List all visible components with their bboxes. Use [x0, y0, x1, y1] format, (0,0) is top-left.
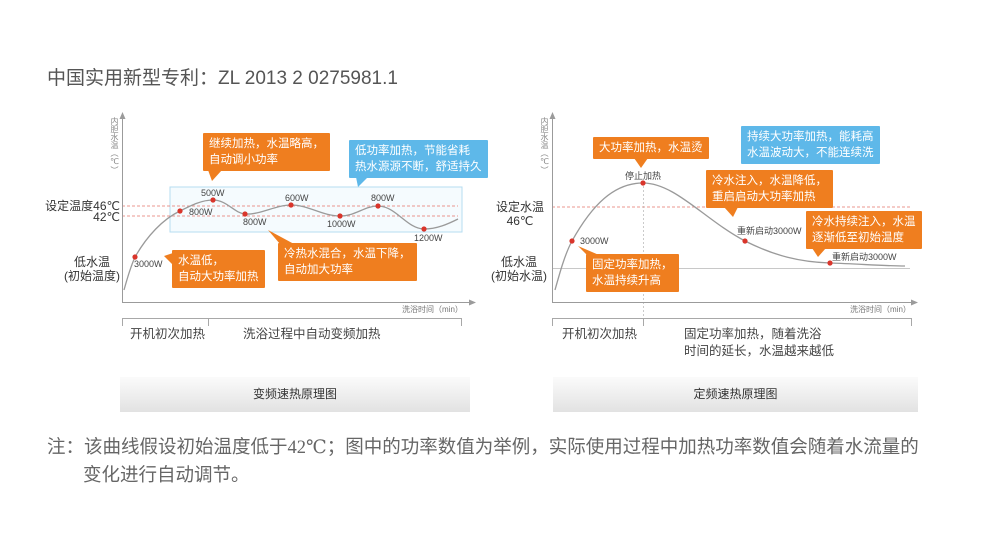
vf-power-point-600w — [288, 202, 294, 208]
vf-phase-bracket — [122, 318, 462, 326]
vf-x-axis-label: 洗浴时间（min） — [402, 305, 463, 314]
callout-line: 水温波动大，不能连续洗 — [747, 147, 874, 159]
vf-power-point-800w-1 — [177, 208, 183, 214]
ff-initial-temp-label: (初始水温) — [491, 269, 547, 283]
vf-phase-initial-heating: 开机初次加热 — [130, 327, 206, 341]
callout-line: 水温持续升高 — [592, 275, 661, 287]
ff-high-power-pointer — [634, 158, 648, 168]
ff-low-temp-label: 低水温 — [500, 255, 537, 269]
callout-line: 自动大功率加热 — [178, 271, 259, 283]
ff-restart-point-2 — [827, 260, 833, 266]
ff-x-axis-label: 洗浴时间（min） — [850, 305, 911, 314]
callout-line: 水温低， — [178, 255, 224, 267]
vf-power-point-1200w — [421, 226, 427, 232]
vf-mixing-pointer — [268, 230, 294, 244]
ff-y-axis-label: 内胆水温（℃） — [540, 117, 549, 174]
ff-callout-fixed-power: 固定功率加热， 水温持续升高 — [586, 254, 679, 292]
callout-line: 自动加大功率 — [284, 264, 353, 276]
ff-callout-drawback: 持续大功率加热，能耗高 水温波动大，不能连续洗 — [741, 126, 880, 164]
vf-variable-power-zone — [169, 186, 463, 233]
vf-callout-mixing: 冷热水混合，水温下降， 自动加大功率 — [278, 243, 417, 281]
ff-continuous-inflow-pointer — [812, 248, 826, 257]
vf-phase-auto-variable: 洗浴过程中自动变频加热 — [243, 327, 381, 341]
callout-line: 持续大功率加热，能耗高 — [747, 131, 874, 143]
vf-power-label-1200w: 1200W — [414, 233, 443, 243]
callout-line: 低功率加热，节能省耗 — [355, 145, 470, 157]
vf-initial-temp-label: (初始温度) — [64, 269, 120, 283]
vf-caption: 变频速热原理图 — [120, 377, 470, 412]
vf-power-label-800w-1: 800W — [189, 207, 213, 217]
vf-power-label-600w: 600W — [285, 193, 309, 203]
vf-low-power-pointer — [356, 177, 368, 187]
ff-set-temp-value: 46℃ — [506, 214, 534, 228]
vf-power-label-3000w: 3000W — [134, 259, 163, 269]
vf-power-point-3000w — [132, 254, 138, 260]
ff-callout-continuous-inflow: 冷水持续注入，水温 逐渐低至初始温度 — [806, 211, 922, 249]
ff-x-axis-arrow-icon — [911, 299, 918, 306]
callout-line: 自动调小功率 — [209, 154, 278, 166]
callout-line: 继续加热，水温略高， — [209, 138, 324, 150]
footnote-line2: 变化进行自动调节。 — [83, 466, 250, 486]
vf-reduce-power-pointer — [208, 170, 222, 181]
ff-set-temp-label: 设定水温 — [495, 200, 544, 214]
vf-temperature-curve — [123, 199, 459, 291]
vf-power-point-800w-2 — [242, 211, 248, 217]
vf-y-axis-arrow-icon — [119, 112, 126, 119]
vf-x-axis-arrow-icon — [469, 299, 476, 306]
ff-y-axis-arrow-icon — [549, 112, 556, 119]
ff-stop-heating-label: 停止加热 — [625, 171, 662, 181]
vf-power-point-500w — [210, 197, 216, 203]
vf-callout-low-power-benefit: 低功率加热，节能省耗 热水源源不断，舒适持久 — [349, 140, 488, 178]
ff-callout-cold-inflow: 冷水注入，水温降低， 重启启动大功率加热 — [706, 170, 833, 208]
callout-line: 大功率加热，水温烫 — [599, 142, 703, 154]
ff-fixed-power-pointer — [578, 246, 599, 255]
ff-caption: 定频速热原理图 — [553, 377, 918, 412]
ff-stop-heating-point — [640, 180, 646, 186]
ff-phase-initial-heating: 开机初次加热 — [562, 327, 638, 341]
vf-y-axis-label: 内胆水温（℃） — [110, 117, 119, 174]
vf-callout-low-water-temp: 水温低， 自动大功率加热 — [172, 250, 265, 288]
ff-power-label-3000w: 3000W — [580, 236, 609, 246]
footnote-line1: 注：该曲线假设初始温度低于42℃；图中的功率数值为举例，实际使用过程中加热功率数… — [47, 438, 919, 458]
ff-phase-bracket — [552, 318, 912, 326]
vf-power-label-500w: 500W — [201, 188, 225, 198]
callout-line: 逐渐低至初始温度 — [812, 232, 904, 244]
vf-low-water-pointer — [164, 253, 173, 265]
callout-line: 冷水持续注入，水温 — [812, 216, 916, 228]
ff-power-point-3000w — [569, 238, 575, 244]
ff-restart-label-1: 重新启动3000W — [737, 226, 802, 236]
callout-line: 冷热水混合，水温下降， — [284, 248, 411, 260]
vf-power-label-800w-3: 800W — [371, 193, 395, 203]
vf-power-point-800w-3 — [375, 203, 381, 209]
callout-line: 热水源源不断，舒适持久 — [355, 161, 482, 173]
callout-line: 冷水注入，水温降低， — [712, 175, 827, 187]
vf-power-label-1000w: 1000W — [327, 219, 356, 229]
callout-line: 重启启动大功率加热 — [712, 191, 816, 203]
patent-title: 中国实用新型专利：ZL 2013 2 0275981.1 — [47, 68, 398, 89]
ff-phase-fixed-power-line1: 固定功率加热，随着洗浴 — [684, 327, 822, 341]
ff-restart-label-2: 重新启动3000W — [832, 252, 897, 262]
ff-cold-inflow-pointer — [724, 207, 738, 217]
vf-mid-temp-label: 42℃ — [93, 210, 120, 224]
vf-low-temp-label: 低水温 — [73, 255, 110, 269]
ff-callout-high-power: 大功率加热，水温烫 — [593, 137, 709, 159]
callout-line: 固定功率加热， — [592, 259, 673, 271]
vf-power-label-800w-2: 800W — [243, 217, 267, 227]
vf-diagram — [119, 112, 476, 326]
vf-power-point-1000w — [337, 213, 343, 219]
vf-set-temp-label: 设定温度46℃ — [45, 199, 120, 213]
ff-phase-fixed-power-line2: 时间的延长，水温越来越低 — [684, 344, 835, 358]
vf-callout-reduce-power: 继续加热，水温略高， 自动调小功率 — [203, 133, 330, 171]
ff-restart-point-1 — [742, 238, 748, 244]
